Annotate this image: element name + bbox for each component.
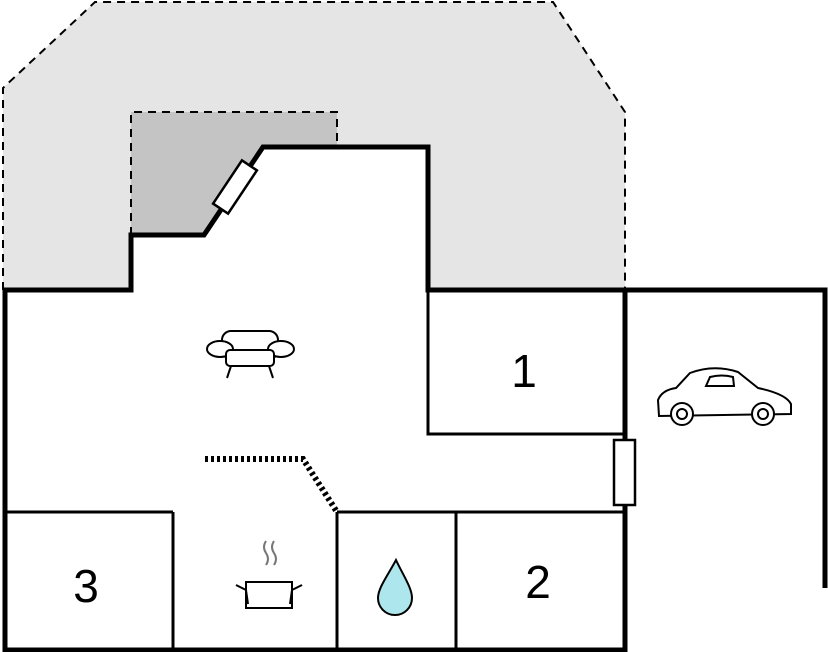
- sofa-icon: [206, 330, 295, 379]
- bedroom-1-wall: [426, 290, 625, 436]
- kitchen-counter: [205, 456, 340, 514]
- cooking-pot-icon: [235, 540, 303, 609]
- house-interior: [5, 147, 625, 650]
- garage-door-icon: [612, 438, 637, 507]
- garage-wall: [625, 287, 828, 588]
- water-drop-icon: [376, 557, 414, 616]
- bedroom-2-number: 2: [525, 556, 551, 608]
- bedroom-1-number: 1: [511, 345, 537, 397]
- covered-terrace-outline: [130, 111, 338, 235]
- window-icon: [211, 158, 259, 216]
- car-icon: [656, 367, 792, 426]
- outer-wall: [2, 144, 628, 652]
- bedroom-3-number: 3: [73, 560, 99, 612]
